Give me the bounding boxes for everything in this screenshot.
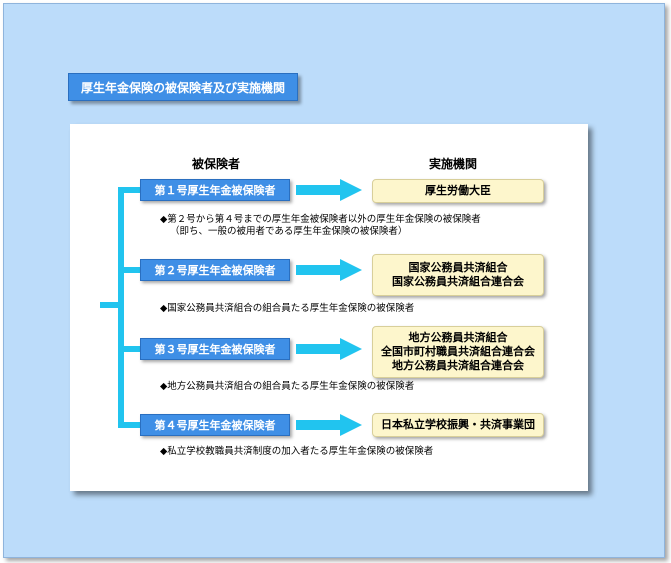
institution-box-1: 厚生労働大臣 xyxy=(372,179,544,203)
bracket-vertical xyxy=(118,187,124,428)
institution-box-4: 日本私立学校振興・共済事業団 xyxy=(372,413,544,437)
institution-name: 地方公務員共済組合 xyxy=(408,331,508,344)
institution-name: 全国市町村職員共済組合連合会 xyxy=(381,345,535,358)
note-line: ◆第２号から第４号までの厚生年金被保険者以外の厚生年金保険の被保険者 xyxy=(160,214,481,225)
institution-name: 国家公務員共済組合連合会 xyxy=(392,275,524,288)
arrow-right-icon xyxy=(296,259,362,281)
bracket-stub xyxy=(100,302,124,308)
institution-name: 国家公務員共済組合 xyxy=(408,261,508,274)
institution-name: 地方公務員共済組合連合会 xyxy=(392,359,524,372)
bracket-branch-4 xyxy=(118,422,140,428)
institution-box-3: 地方公務員共済組合 全国市町村職員共済組合連合会 地方公務員共済組合連合会 xyxy=(372,326,544,378)
arrow-right-icon xyxy=(296,338,362,360)
bracket-branch-2 xyxy=(118,267,140,273)
note-3: ◆地方公務員共済組合の組合員たる厚生年金保険の被保険者 xyxy=(160,381,415,392)
category-box-1: 第１号厚生年金被保険者 xyxy=(140,179,290,201)
insured-column-header: 被保険者 xyxy=(192,157,241,171)
diagram-panel: 被保険者 実施機関 第１号厚生年金被保険者 厚生労働大臣 ◆第２号から第４号まで… xyxy=(70,124,588,491)
arrow-right-icon xyxy=(296,179,362,201)
arrow-right-icon xyxy=(296,414,362,436)
diagram-title: 厚生年金保険の被保険者及び実施機関 xyxy=(68,73,298,101)
institution-column-header: 実施機関 xyxy=(429,157,478,171)
institution-name: 日本私立学校振興・共済事業団 xyxy=(381,418,535,431)
note-2: ◆国家公務員共済組合の組合員たる厚生年金保険の被保険者 xyxy=(160,303,415,314)
bracket-branch-1 xyxy=(118,187,140,193)
category-box-4: 第４号厚生年金被保険者 xyxy=(140,414,290,436)
institution-name: 厚生労働大臣 xyxy=(425,184,491,197)
note-line: （即ち、一般の被用者である厚生年金保険の被保険者） xyxy=(170,226,408,237)
institution-box-2: 国家公務員共済組合 国家公務員共済組合連合会 xyxy=(372,254,544,296)
bracket-branch-3 xyxy=(118,346,140,352)
note-1: ◆第２号から第４号までの厚生年金被保険者以外の厚生年金保険の被保険者 （即ち、一… xyxy=(160,214,481,238)
category-box-3: 第３号厚生年金被保険者 xyxy=(140,338,290,360)
note-4: ◆私立学校教職員共済制度の加入者たる厚生年金保険の被保険者 xyxy=(160,446,434,457)
category-box-2: 第２号厚生年金被保険者 xyxy=(140,259,290,281)
